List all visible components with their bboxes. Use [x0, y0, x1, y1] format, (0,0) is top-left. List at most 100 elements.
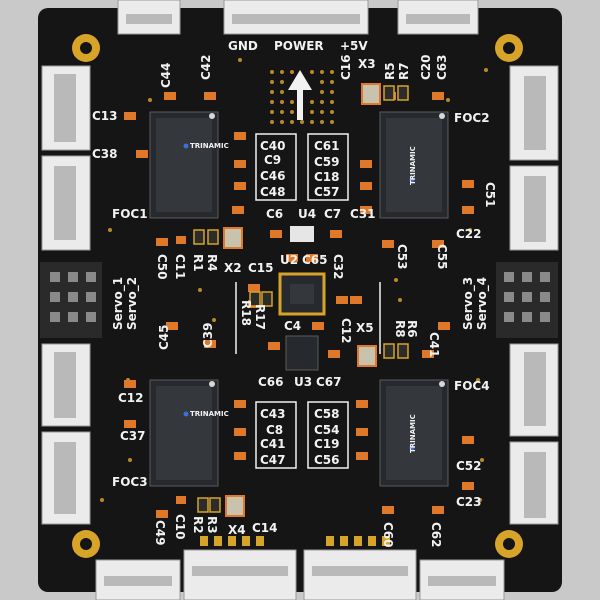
ref-x2: X2	[224, 261, 242, 275]
ref-r17: R17	[253, 304, 267, 330]
label-foc4: FOC4	[454, 379, 490, 393]
ref-x5: X5	[356, 321, 374, 335]
via-field	[100, 58, 488, 502]
ref-c52: C52	[456, 459, 482, 473]
driver-ic-foc2	[379, 111, 449, 219]
ic-brand-foc2: TRINAMIC	[409, 146, 417, 185]
ref-c7: C7	[324, 207, 341, 221]
mcu-u2	[278, 272, 326, 316]
ref-c56: C56	[314, 453, 340, 467]
ref-r18: R18	[239, 300, 253, 326]
label-servo-4: Servo_4	[475, 277, 490, 330]
ref-c6: C6	[266, 207, 283, 221]
ref-c23: C23	[456, 495, 482, 509]
crystal-x5	[357, 345, 377, 367]
ref-c16: C16	[339, 54, 353, 80]
ref-c43: C43	[260, 407, 286, 421]
label-foc1: FOC1	[112, 207, 148, 221]
ref-r6: R6	[405, 320, 419, 338]
ref-c10: C10	[173, 514, 187, 540]
ref-c55: C55	[435, 244, 449, 270]
ref-c40: C40	[260, 139, 286, 153]
driver-ic-foc1	[149, 111, 219, 219]
ref-c57: C57	[314, 185, 340, 199]
silkscreen-boxes	[235, 133, 381, 469]
driver-ic-foc4	[379, 379, 449, 487]
ic-brand-foc1: TRINAMIC	[190, 142, 229, 150]
ic-brand-foc4: TRINAMIC	[409, 414, 417, 453]
ref-c19: C19	[314, 437, 340, 451]
ref-c4: C4	[284, 319, 301, 333]
label-servo-3: Servo_3	[461, 277, 476, 330]
ref-c58: C58	[314, 407, 340, 421]
ref-c11: C11	[173, 254, 187, 280]
ref-r8: R8	[393, 320, 407, 338]
ref-c54: C54	[314, 423, 340, 437]
smd-resistors	[193, 85, 409, 513]
ref-c44: C44	[159, 62, 173, 88]
ref-r7: R7	[397, 62, 411, 80]
label-foc3: FOC3	[112, 475, 148, 489]
ref-c14: C14	[252, 521, 278, 535]
ref-c15: C15	[248, 261, 274, 275]
ic-u3	[285, 335, 319, 371]
ref-c12-left: C12	[118, 391, 144, 405]
ref-r2: R2	[191, 516, 205, 534]
ref-c13: C13	[92, 109, 118, 123]
ic-u4	[290, 226, 314, 242]
smd-capacitors	[124, 92, 474, 518]
ref-c39: C39	[201, 322, 215, 348]
ref-c50: C50	[155, 254, 169, 280]
ref-c41-right: C41	[427, 332, 441, 358]
ref-c12: C12	[339, 318, 353, 344]
crystals	[223, 83, 381, 517]
ref-c66: C66	[258, 375, 284, 389]
driver-ic-foc3	[149, 379, 219, 487]
ref-c9: C9	[264, 153, 281, 167]
ref-c67: C67	[316, 375, 342, 389]
ref-c60: C60	[381, 522, 395, 548]
ref-c45: C45	[157, 324, 171, 350]
ref-u3: U3	[294, 375, 312, 389]
ref-c48: C48	[260, 185, 286, 199]
ref-c53: C53	[395, 244, 409, 270]
crystal-x4	[225, 495, 245, 517]
ref-c41: C41	[260, 437, 286, 451]
ref-r3: R3	[205, 516, 219, 534]
label-servo-2: Servo_2	[125, 277, 140, 330]
label-gnd: GND	[228, 39, 258, 53]
ref-u4: U4	[298, 207, 316, 221]
ref-c63: C63	[435, 54, 449, 80]
ref-c47: C47	[260, 453, 286, 467]
ref-c37: C37	[120, 429, 146, 443]
ref-c46: C46	[260, 169, 286, 183]
ref-r4: R4	[205, 254, 219, 272]
ref-r1: R1	[191, 254, 205, 272]
ref-c20: C20	[419, 54, 433, 80]
label-servo-1: Servo_1	[111, 277, 126, 330]
crystal-x3	[361, 83, 381, 105]
ref-u2: U2	[280, 253, 298, 267]
servo-header-right	[496, 262, 558, 338]
ref-c65: C65	[302, 253, 328, 267]
ref-c42: C42	[199, 54, 213, 80]
ref-c22: C22	[456, 227, 482, 241]
crystal-x2	[223, 227, 243, 249]
ref-c8: C8	[266, 423, 283, 437]
ref-c18: C18	[314, 170, 340, 184]
ref-c61: C61	[314, 139, 340, 153]
servo-header-left	[40, 262, 102, 338]
ref-c31: C31	[350, 207, 376, 221]
ic-brand-foc3: TRINAMIC	[190, 410, 229, 418]
ref-x4: X4	[228, 523, 246, 537]
ref-c51: C51	[483, 182, 497, 208]
ref-c59: C59	[314, 155, 340, 169]
label-5v: +5V	[340, 39, 368, 53]
ref-c49: C49	[153, 520, 167, 546]
label-power: POWER	[274, 39, 324, 53]
power-arrow	[288, 70, 312, 120]
ref-c32: C32	[331, 254, 345, 280]
ref-c62: C62	[429, 522, 443, 548]
